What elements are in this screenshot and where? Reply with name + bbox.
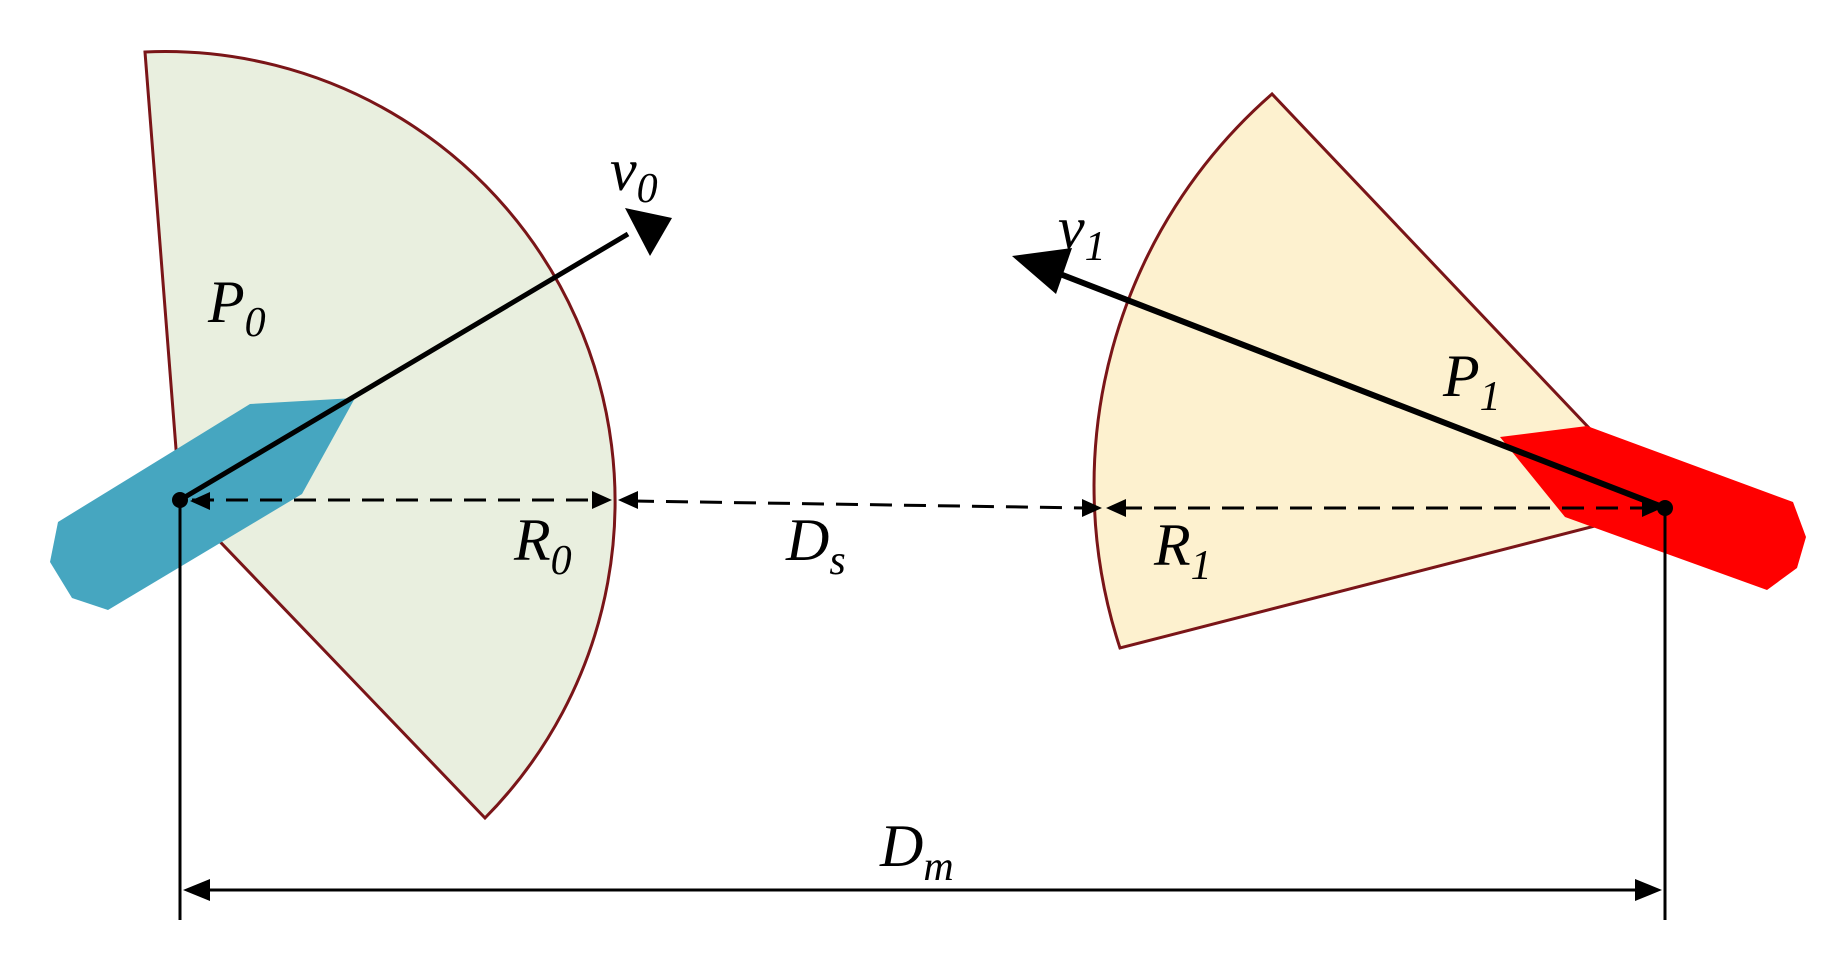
label-dm: Dm [879, 813, 954, 890]
velocity-arrowhead-v0 [625, 208, 672, 256]
label-r1: R1 [1153, 512, 1212, 589]
velocity-vector-v1 [1058, 271, 1667, 511]
velocity-vector-v0 [178, 231, 630, 503]
label-v0: v0 [610, 137, 658, 212]
dashed-baseline [192, 498, 1648, 510]
label-r0: R0 [513, 507, 572, 584]
dm-dimension [178, 500, 1667, 920]
dm-arrowheads [183, 879, 1662, 901]
velocity-arrowhead-v1 [1012, 248, 1072, 294]
label-v1: v1 [1058, 195, 1106, 270]
label-ds: Ds [785, 507, 846, 584]
label-p0: P0 [207, 269, 266, 346]
label-p1: P1 [1442, 343, 1501, 420]
sector-left [143, 50, 617, 821]
